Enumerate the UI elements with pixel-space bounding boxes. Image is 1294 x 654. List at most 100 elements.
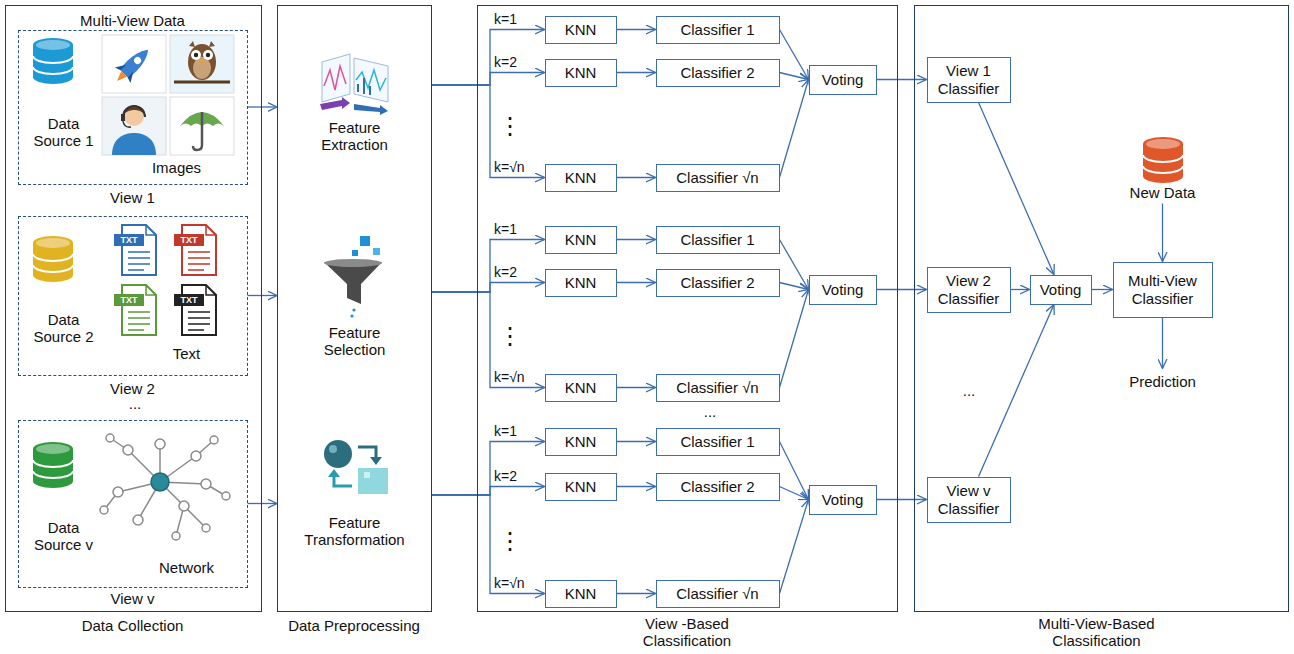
view-group: Data Source 1ImagesView 1 bbox=[18, 30, 248, 185]
rocket-image bbox=[102, 35, 166, 93]
ellipsis-mark: ... bbox=[949, 383, 989, 399]
person-image bbox=[123, 121, 131, 127]
ellipsis-mark: ... bbox=[690, 404, 730, 420]
person-image bbox=[102, 97, 166, 155]
node-label: Images bbox=[112, 159, 242, 176]
network-graph-icon bbox=[133, 515, 143, 525]
umbrella-image bbox=[193, 112, 202, 150]
feature-extraction-icon bbox=[324, 66, 346, 90]
node-label: View v bbox=[19, 590, 247, 607]
database-icon bbox=[33, 442, 73, 488]
feature-extraction-icon bbox=[320, 97, 350, 110]
connector-arrow bbox=[617, 486, 656, 487]
network-graph-icon bbox=[179, 501, 189, 511]
connector-arrow bbox=[780, 283, 809, 290]
feature-selection-icon bbox=[324, 259, 382, 267]
ellipsis-mark: ⋮ bbox=[498, 111, 520, 141]
feature-transformation-icon bbox=[334, 476, 352, 486]
edge-label: k=2 bbox=[493, 264, 518, 280]
process-box: Classifier 2 bbox=[656, 59, 780, 87]
process-box: Classifier 1 bbox=[656, 226, 780, 254]
network-graph-icon bbox=[104, 438, 226, 536]
node-label: Classifier 1 bbox=[680, 21, 754, 38]
stage-panel: View -Based ClassificationKNNClassifier … bbox=[477, 5, 898, 612]
network-graph-icon bbox=[172, 532, 180, 540]
rocket-image bbox=[102, 35, 166, 93]
connector-arrow bbox=[617, 239, 656, 240]
node-label: Classifier 2 bbox=[680, 478, 754, 495]
node-label: Prediction bbox=[1129, 373, 1196, 390]
umbrella-image bbox=[170, 97, 234, 155]
connector-arrow bbox=[979, 305, 1054, 477]
node-label: KNN bbox=[565, 21, 597, 38]
feature-selection-icon bbox=[350, 314, 353, 317]
connector-arrow bbox=[432, 240, 545, 293]
feature-transformation-icon bbox=[358, 468, 388, 494]
file-tag: TXT bbox=[114, 234, 144, 246]
owl-image bbox=[194, 53, 198, 57]
network-graph-icon bbox=[100, 506, 108, 514]
network-graph-icon bbox=[123, 445, 133, 455]
connector-arrow bbox=[780, 240, 809, 290]
process-box: KNN bbox=[545, 59, 617, 87]
connector-arrow bbox=[432, 73, 545, 86]
node-label: KNN bbox=[565, 379, 597, 396]
owl-image bbox=[191, 50, 201, 60]
node-label: Data Source 1 bbox=[23, 115, 105, 150]
connector-arrow bbox=[432, 495, 545, 594]
person-image bbox=[123, 106, 145, 117]
feature-transformation-icon bbox=[358, 447, 376, 458]
connector-arrow bbox=[979, 103, 1054, 275]
data-node: New Data bbox=[1117, 130, 1209, 204]
process-box: Classifier 2 bbox=[656, 269, 780, 297]
owl-image bbox=[203, 50, 213, 60]
process-box: Voting bbox=[809, 485, 877, 515]
process-box: Voting bbox=[1030, 275, 1092, 305]
feature-transformation-icon bbox=[328, 469, 340, 477]
connector-arrow bbox=[877, 289, 927, 290]
process-box: Classifier √n bbox=[656, 164, 780, 192]
process-box: KNN bbox=[545, 580, 617, 608]
process-box: KNN bbox=[545, 269, 617, 297]
node-label: Data Source 2 bbox=[23, 311, 105, 346]
rocket-image bbox=[133, 56, 143, 66]
network-graph-icon bbox=[106, 434, 114, 442]
stage-panel: Feature ExtractionFeature SelectionFeatu… bbox=[277, 5, 432, 612]
network-graph-icon bbox=[210, 436, 218, 444]
process-box: View v Classifier bbox=[927, 477, 1011, 523]
edge-label: k=1 bbox=[493, 221, 518, 237]
edge-label: k=1 bbox=[493, 423, 518, 439]
connector-arrow bbox=[248, 503, 278, 504]
edge-label: k=√n bbox=[493, 159, 526, 175]
connector-arrow bbox=[617, 177, 656, 178]
node-label: KNN bbox=[565, 231, 597, 248]
node-label: Multi-View Classifier bbox=[1119, 272, 1207, 307]
process-box: Voting bbox=[809, 275, 877, 305]
process-box: KNN bbox=[545, 428, 617, 456]
text-document-icon bbox=[114, 285, 156, 335]
output-node: Prediction bbox=[1117, 369, 1209, 395]
owl-image bbox=[174, 81, 230, 84]
feature-transformation-icon bbox=[364, 472, 370, 478]
feature-selection-icon bbox=[360, 236, 370, 246]
ellipsis-mark: ⋮ bbox=[498, 526, 520, 556]
database-icon bbox=[33, 236, 73, 282]
umbrella-image bbox=[170, 97, 234, 155]
process-box: View 2 Classifier bbox=[927, 267, 1011, 313]
connector-arrow bbox=[780, 80, 809, 178]
feature-transformation-icon bbox=[329, 445, 337, 453]
view-group: Data Source vNetworkView v bbox=[18, 420, 248, 588]
owl-image bbox=[189, 41, 215, 47]
process-box: Classifier √n bbox=[656, 580, 780, 608]
node-label: Voting bbox=[822, 281, 864, 298]
node-label: KNN bbox=[565, 478, 597, 495]
text-document-icon bbox=[174, 225, 216, 275]
connector-arrow bbox=[617, 441, 656, 442]
connector-arrow bbox=[432, 292, 545, 388]
owl-image bbox=[206, 53, 210, 57]
rocket-image bbox=[114, 71, 127, 84]
feature-selection-icon bbox=[352, 250, 358, 256]
connector-arrow bbox=[780, 442, 809, 500]
connector-arrow bbox=[1162, 204, 1163, 262]
database-icon bbox=[33, 38, 1183, 488]
